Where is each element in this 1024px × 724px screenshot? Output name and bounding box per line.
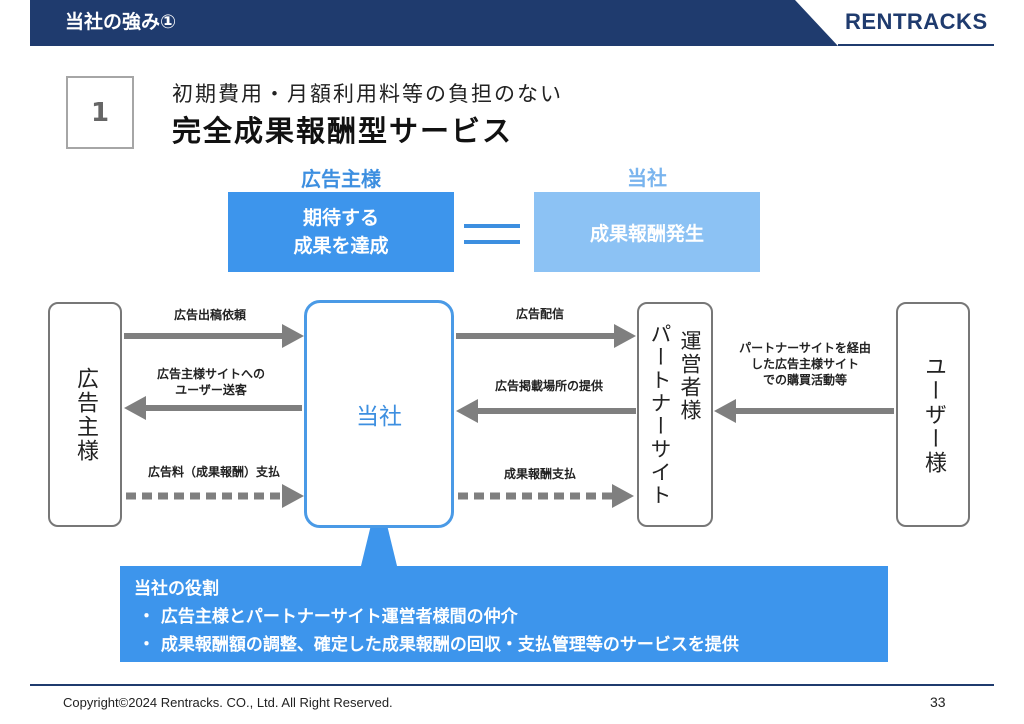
company-logo: RENTRACKS [845,9,988,34]
advertiser-node-label: 広告主様 [73,366,98,463]
achieved-result-box: 期待する成果を達成 [228,192,454,272]
user-node: ユーザー様 [896,302,970,527]
role-item-1: ・ 広告主様とパートナーサイト運営者様間の仲介 [138,607,518,627]
user-referral-arrow [124,396,302,420]
company-node: 当社 [304,300,454,528]
reward-payment-arrow [458,484,634,508]
purchase-arrow [714,399,894,423]
header-band [30,0,994,46]
achieved-result-line-2: 成果を達成 [293,235,389,257]
user-node-label: ユーザー様 [921,354,946,475]
ad-request-label: 広告出稿依頼 [173,308,246,322]
placement-label: 広告掲載場所の提供 [494,379,603,393]
user-referral-line-1: 広告主様サイトへの [156,367,265,381]
equals-sign [464,220,520,248]
header-title: 当社の強み① [65,11,177,33]
reward-occurs-box: 成果報酬発生 [534,192,760,272]
copyright: Copyright©2024 Rentracks. CO., Ltd. All … [63,695,393,710]
footer-divider [30,684,994,686]
advertiser-node: 広告主様 [48,302,122,527]
purchase-line-2: した広告主様サイト [750,357,859,371]
achieved-result-line-1: 期待する [302,207,379,229]
ad-delivery-arrow [456,324,636,348]
purchase-label: パートナーサイトを経由 した広告主様サイト での購買活動等 [720,340,890,388]
role-title: 当社の役割 [134,579,219,599]
purchase-line-1: パートナーサイトを経由 [739,341,871,355]
ad-fee-label: 広告料（成果報酬）支払 [147,465,280,479]
partner-node-label: パートナーサイト [648,322,672,507]
user-referral-label: 広告主様サイトへの ユーザー送客 [126,366,296,398]
page-number: 33 [930,694,946,710]
user-referral-line-2: ユーザー送客 [175,383,247,397]
page-title: 完全成果報酬型サービス [172,114,514,148]
ad-fee-arrow [126,484,304,508]
role-item-2: ・ 成果報酬額の調整、確定した成果報酬の回収・支払管理等のサービスを提供 [138,635,739,655]
reward-payment-label: 成果報酬支払 [503,467,576,481]
company-role-box: 当社の役割 ・ 広告主様とパートナーサイト運営者様間の仲介 ・ 成果報酬額の調整… [120,566,888,662]
section-number: 1 [66,76,134,149]
ad-request-arrow [124,324,304,348]
purchase-line-3: での購買活動等 [762,373,847,387]
company-label: 当社 [627,166,667,190]
placement-arrow [456,399,636,423]
partner-node: パートナーサイト 運営者様 [637,302,713,527]
partner-node-sublabel: 運営者様 [678,329,702,422]
ad-delivery-label: 広告配信 [515,307,564,321]
role-callout-pointer [360,492,398,570]
advertiser-label: 広告主様 [301,167,381,191]
subtitle: 初期費用・月額利用料等の負担のない [172,82,563,106]
